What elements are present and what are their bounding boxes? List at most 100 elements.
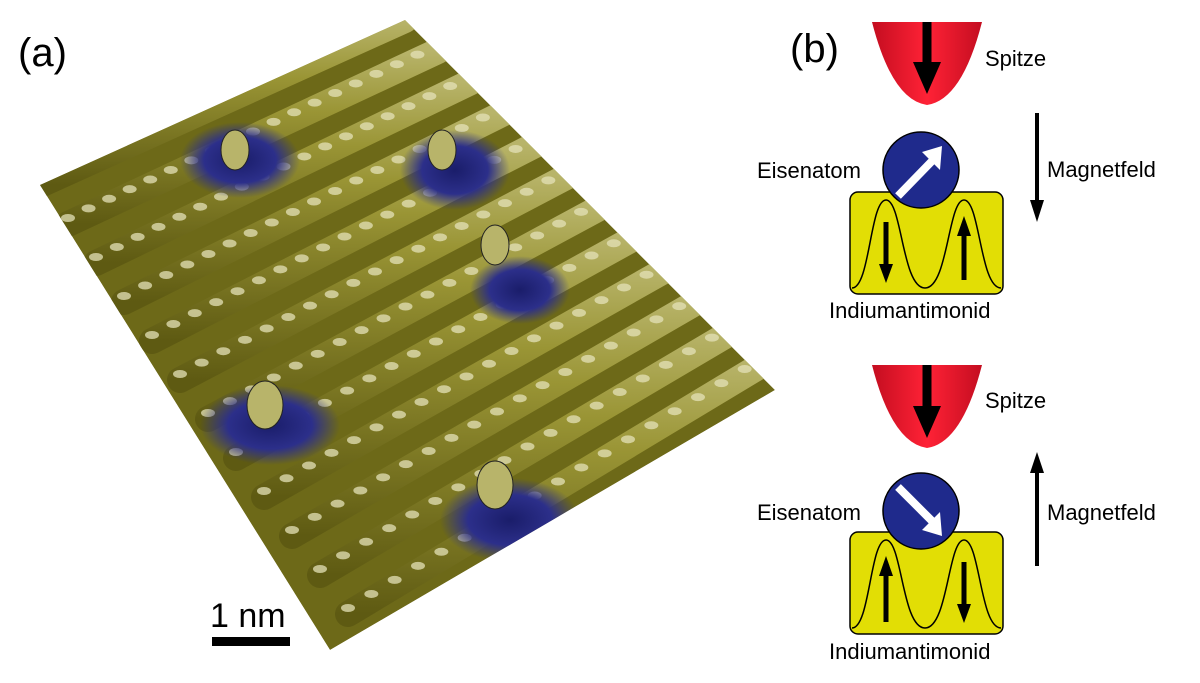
atom-highlight (310, 349, 325, 358)
atom-highlight (662, 258, 676, 266)
substrate-label: Indiumantimonid (829, 298, 990, 323)
left-peak-spin-head (879, 556, 893, 576)
atom-highlight (369, 423, 384, 432)
atom-highlight (530, 231, 545, 240)
atom-highlight (658, 360, 673, 369)
atom-highlight (151, 222, 166, 231)
atom-highlight (405, 510, 420, 519)
atom-highlight (81, 204, 96, 213)
atom-highlight (442, 278, 457, 287)
atom-highlight (143, 175, 158, 184)
atom-highlight (302, 461, 316, 470)
atom-highlight (467, 420, 482, 429)
atomic-row (251, 255, 682, 510)
panel-a: (a) 1 nm (18, 10, 775, 650)
scale-bar-label: 1 nm (210, 597, 286, 635)
atom-highlight (584, 251, 599, 260)
tip-spin-arrow-head (913, 406, 941, 438)
atom-highlight (476, 210, 491, 219)
atom-highlight (257, 487, 271, 495)
atom-highlight (387, 575, 402, 584)
atom-highlight (429, 337, 443, 346)
atom-highlight (728, 320, 742, 328)
atom-highlight (273, 265, 288, 274)
atom-highlight (222, 239, 237, 248)
atom-highlight (195, 101, 210, 110)
atom-highlight (649, 315, 664, 324)
field-arrow-head (1030, 200, 1044, 222)
atom-highlight (475, 113, 490, 122)
atom-highlight (303, 301, 317, 310)
atom-highlight (498, 199, 512, 208)
atom-highlight (145, 331, 159, 339)
atom-highlight (154, 120, 169, 128)
atom-highlight (324, 290, 339, 299)
atom-highlight (369, 69, 384, 78)
atom-highlight (238, 335, 252, 344)
scale-bar-line (212, 637, 290, 646)
atom-highlight (574, 463, 589, 472)
atomic-row-band (307, 317, 748, 588)
atom-highlight (337, 232, 352, 241)
atom-highlight (380, 210, 395, 219)
atom-highlight (454, 221, 469, 230)
iron-atom (882, 472, 960, 550)
atom-highlight (389, 60, 404, 69)
atom-highlight (230, 287, 245, 296)
atom-highlight (166, 320, 181, 329)
substrate (849, 531, 1004, 635)
panel-a-label: (a) (18, 31, 67, 75)
atom-highlight (761, 351, 775, 359)
atom-highlight (401, 199, 416, 208)
atom-highlight (61, 214, 75, 222)
atom-highlight (285, 208, 300, 216)
atom-highlight (380, 112, 395, 121)
atom-highlight (114, 138, 129, 147)
tip-label: Spitze (985, 46, 1046, 71)
atom-highlight (443, 82, 458, 91)
atom-highlight (216, 347, 231, 356)
substrate-label: Indiumantimonid (829, 639, 990, 664)
atom-highlight (667, 407, 682, 416)
atom-highlight (527, 334, 541, 343)
atom-highlight (358, 221, 373, 230)
atom-highlight (714, 379, 729, 388)
iron-atom-protrusion (220, 129, 250, 171)
atom-highlight (428, 496, 443, 505)
atomic-row (167, 162, 583, 393)
tip-label: Spitze (985, 388, 1046, 413)
atom-highlight (581, 354, 596, 363)
atom-highlight (596, 196, 610, 204)
atom-highlight (297, 152, 312, 161)
atom-highlight (497, 103, 511, 111)
atom-highlight (336, 551, 351, 560)
field-arrow (1030, 452, 1044, 566)
atom-highlight (266, 117, 281, 126)
atom-highlight (180, 260, 195, 269)
atom-highlight (256, 74, 271, 83)
atom-highlight (459, 372, 474, 381)
atom-highlight (209, 298, 224, 307)
atom-highlight (512, 394, 527, 403)
atom-highlight (347, 436, 361, 445)
atom-spin-head (922, 146, 942, 170)
atom-highlight (89, 253, 103, 261)
atom-highlight (617, 283, 631, 292)
density-peaks (851, 539, 1002, 629)
atom-highlight (117, 292, 131, 300)
atom-highlight (535, 381, 550, 390)
atom-highlight (368, 267, 382, 276)
atom-highlight (508, 243, 523, 252)
atom-highlight (122, 185, 137, 194)
atom-highlight (464, 72, 478, 80)
atom-highlight (130, 232, 145, 241)
atom-highlight (504, 347, 519, 356)
atom-highlight (287, 108, 302, 117)
density-peaks (851, 199, 1002, 289)
atom-highlight (644, 421, 659, 430)
atom-highlight (398, 10, 412, 18)
atom-highlight (328, 89, 343, 98)
atom-highlight (454, 124, 469, 132)
atom-highlight (215, 92, 230, 101)
atom-highlight (594, 296, 609, 305)
